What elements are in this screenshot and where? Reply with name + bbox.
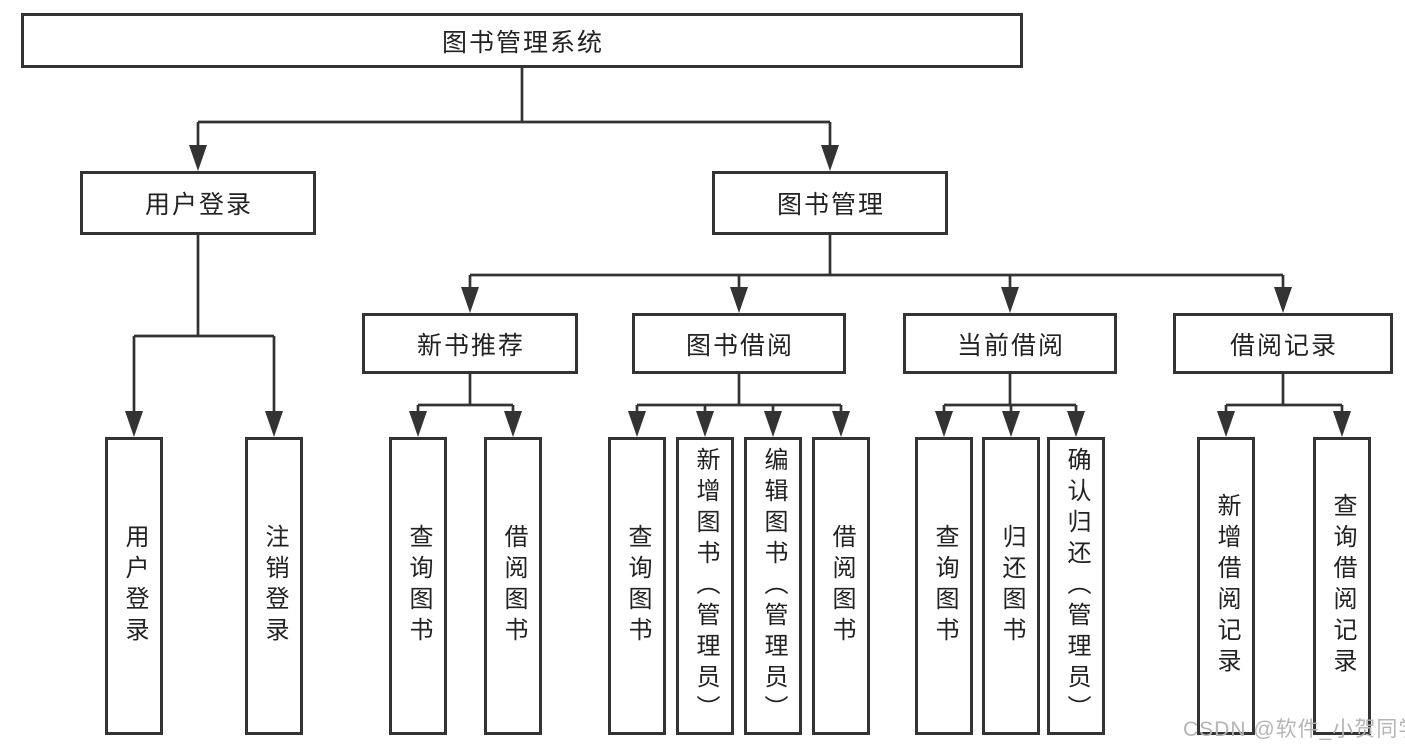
node-borrow-records: 借阅记录 — [1173, 313, 1393, 374]
leaf-records-add-record: 新增借阅记录 — [1197, 437, 1255, 735]
leaf-borrow-edit-books-admin: 编辑图书（管理员） — [744, 437, 802, 735]
leaf-label: 查询图书 — [624, 524, 651, 648]
leaf-label: 用户登录 — [121, 524, 148, 648]
leaf-label: 确认归还（管理员） — [1063, 446, 1090, 726]
leaf-borrow-borrow-books: 借阅图书 — [812, 437, 870, 735]
leaf-label: 新增借阅记录 — [1213, 493, 1240, 679]
leaf-label: 借阅图书 — [500, 524, 527, 648]
leaf-label: 归还图书 — [998, 524, 1025, 648]
node-new-book-recommend: 新书推荐 — [362, 313, 578, 374]
leaf-current-query-books: 查询图书 — [915, 437, 973, 735]
leaf-logout: 注销登录 — [245, 437, 303, 735]
leaf-label: 新增图书（管理员） — [692, 446, 719, 726]
leaf-label: 编辑图书（管理员） — [760, 446, 787, 726]
leaf-label: 查询图书 — [931, 524, 958, 648]
leaf-current-return-books: 归还图书 — [982, 437, 1040, 735]
leaf-current-confirm-return-admin: 确认归还（管理员） — [1047, 437, 1105, 735]
node-user-login-group: 用户登录 — [80, 171, 316, 235]
leaf-records-query-record: 查询借阅记录 — [1313, 437, 1371, 735]
leaf-borrow-query-books: 查询图书 — [608, 437, 666, 735]
node-label: 图书借阅 — [685, 331, 794, 360]
node-current-borrow: 当前借阅 — [903, 313, 1117, 374]
node-label: 图书管理 — [776, 191, 885, 219]
leaf-label: 查询借阅记录 — [1329, 493, 1356, 679]
node-library-management-system: 图书管理系统 — [21, 13, 1023, 68]
node-label: 借阅记录 — [1229, 331, 1338, 360]
leaf-label: 查询图书 — [405, 524, 432, 648]
node-label: 图书管理系统 — [441, 28, 604, 57]
node-label: 新书推荐 — [416, 331, 525, 360]
csdn-watermark: CSDN @软件_小贺同学 — [1183, 718, 1405, 741]
leaf-label: 注销登录 — [261, 524, 288, 648]
node-book-borrow: 图书借阅 — [632, 313, 846, 374]
leaf-label: 借阅图书 — [828, 524, 855, 648]
node-label: 用户登录 — [144, 191, 253, 219]
leaf-newbook-borrow-books: 借阅图书 — [484, 437, 542, 735]
leaf-newbook-query-books: 查询图书 — [389, 437, 447, 735]
leaf-user-login: 用户登录 — [105, 437, 163, 735]
node-label: 当前借阅 — [956, 331, 1065, 360]
leaf-borrow-add-books-admin: 新增图书（管理员） — [676, 437, 734, 735]
node-book-management: 图书管理 — [712, 171, 948, 235]
connector-arrows — [125, 145, 1351, 437]
